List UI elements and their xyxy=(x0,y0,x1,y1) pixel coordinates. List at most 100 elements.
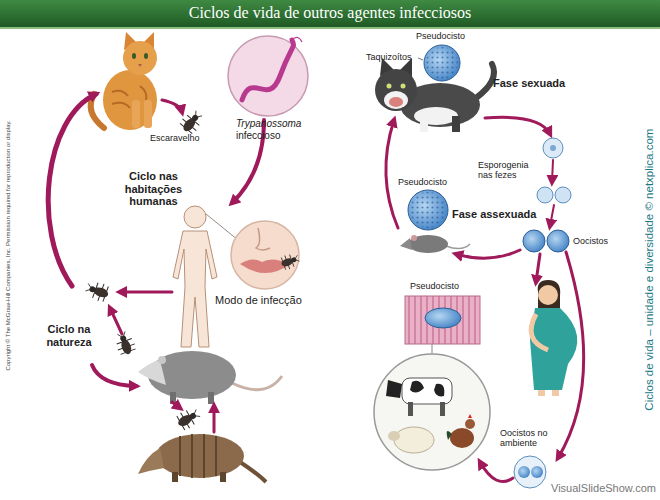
spore-stages-part xyxy=(543,138,563,158)
cycle-arrows-part xyxy=(536,254,540,282)
kitten-figure-part xyxy=(420,116,428,132)
cycle-arrows-part xyxy=(162,100,182,112)
livestock-inset-part xyxy=(465,419,475,429)
armadillo-figure-part xyxy=(156,434,244,478)
cyst-inset-part xyxy=(426,47,458,79)
watermark: Ciclos de vida – unidade e diversidade ©… xyxy=(643,129,656,411)
livestock-inset-part xyxy=(450,428,474,448)
armadillo-figure-part xyxy=(172,472,178,482)
spore-stages-part xyxy=(523,230,545,252)
environment-inset xyxy=(514,456,546,488)
mouse-figure-part xyxy=(446,244,470,249)
pregnant-woman-figure xyxy=(530,280,577,396)
spore-stages-part xyxy=(537,187,553,203)
armadillo-figure-part xyxy=(138,448,164,474)
cyst-inset xyxy=(418,45,460,81)
kitten-figure-part xyxy=(401,84,406,89)
trypanosome-inset xyxy=(228,36,308,116)
pregnant-woman-figure-part xyxy=(538,280,561,308)
pregnant-woman-figure-part xyxy=(552,390,559,396)
livestock-inset-part xyxy=(468,414,472,418)
trypanosome-inset-part xyxy=(228,36,308,116)
mouse-figure xyxy=(400,190,470,253)
bite-inset-part xyxy=(231,221,299,289)
title-text: Ciclos de vida de outros agentes infecci… xyxy=(0,4,660,22)
beetle-figure-part xyxy=(174,405,202,432)
tissue-inset-part xyxy=(432,344,433,354)
mouse-figure-part xyxy=(408,190,448,230)
part-label: Oocistos xyxy=(573,236,608,246)
part-label: Oocistos no ambiente xyxy=(500,428,562,449)
spore-stages-part xyxy=(555,187,571,203)
cat-figure-part xyxy=(138,64,142,67)
opossum-figure xyxy=(138,351,282,404)
cat-figure-part xyxy=(132,53,136,59)
opossum-figure-part xyxy=(158,356,166,364)
mouse-figure-part xyxy=(408,235,448,253)
leader-line xyxy=(206,214,238,240)
cycle-arrows-part xyxy=(110,308,122,334)
cat-figure-part xyxy=(112,86,146,108)
cycle-arrows-part xyxy=(386,120,398,228)
tissue-inset xyxy=(405,296,480,354)
cycle-arrows-part xyxy=(558,252,584,458)
environment-inset-part xyxy=(531,466,543,478)
armadillo-figure-part xyxy=(240,462,266,482)
cyst-inset-part xyxy=(424,45,460,81)
cycle-arrows-part xyxy=(480,462,513,482)
opossum-figure-part xyxy=(208,392,214,404)
cyst-inset-part xyxy=(418,58,423,60)
part-label: Pseudocisto xyxy=(398,177,447,187)
kitten-figure-part xyxy=(476,64,494,98)
tissue-inset-part xyxy=(405,296,480,344)
environment-inset-part xyxy=(514,456,546,488)
part-label: Taquizoítos xyxy=(366,52,412,62)
cycle-arrows-part xyxy=(172,402,180,408)
tissue-inset-part xyxy=(425,308,461,328)
human-figure xyxy=(173,206,217,347)
livestock-inset-part xyxy=(410,381,444,397)
opossum-figure-part xyxy=(230,376,282,390)
cycle-arrows-part xyxy=(550,205,554,226)
cat-figure-part xyxy=(123,41,157,75)
bite-inset xyxy=(231,221,301,289)
part-label: Modo de infecção xyxy=(215,294,302,307)
beetle-figure-part xyxy=(113,330,138,357)
cycle-arrows-part xyxy=(456,250,520,258)
part-label: Esporogenia nas fezes xyxy=(478,160,540,181)
pregnant-woman-figure-part xyxy=(531,314,548,350)
phase-label: Fase sexuada xyxy=(493,77,565,90)
cat-figure-part xyxy=(103,70,157,130)
human-figure-part xyxy=(173,231,217,347)
part-label: Pseudocisto xyxy=(410,281,459,291)
livestock-inset-part xyxy=(447,431,452,440)
kitten-figure-part xyxy=(452,116,460,132)
spore-stages-part xyxy=(547,230,569,252)
mouse-figure-part xyxy=(400,238,412,250)
kitten-figure-part xyxy=(389,97,403,107)
armadillo-figure-part xyxy=(180,434,216,478)
mouse-figure-part xyxy=(411,235,417,241)
part-label: Escaravelho xyxy=(150,133,200,143)
phase-label: Fase assexuada xyxy=(452,208,536,221)
livestock-inset-part xyxy=(402,378,452,404)
livestock-inset-part xyxy=(408,402,413,416)
cycle-arrows-part xyxy=(92,365,136,386)
spore-stages xyxy=(523,138,571,252)
cat-figure-part xyxy=(144,53,148,59)
part-label: Trypanossoma infeccioso xyxy=(236,118,316,141)
watermark: VisualSlideShow.com xyxy=(551,482,656,495)
cycle-arrows-part xyxy=(552,160,553,182)
cat-figure-part xyxy=(132,100,140,128)
mouse-figure-part xyxy=(410,192,446,228)
kitten-figure-part xyxy=(387,84,392,89)
livestock-inset-part xyxy=(440,402,445,416)
cycle-arrows-part xyxy=(213,406,216,432)
pregnant-woman-figure-part xyxy=(530,308,577,390)
cat-figure xyxy=(91,32,157,130)
cycle-label: Ciclo na natureza xyxy=(38,323,100,348)
cycle-label: Ciclo nas habitações humanas xyxy=(106,170,201,208)
spore-stages-part xyxy=(550,145,556,151)
environment-inset-part xyxy=(518,466,530,478)
cycle-arrows-part xyxy=(120,291,172,294)
